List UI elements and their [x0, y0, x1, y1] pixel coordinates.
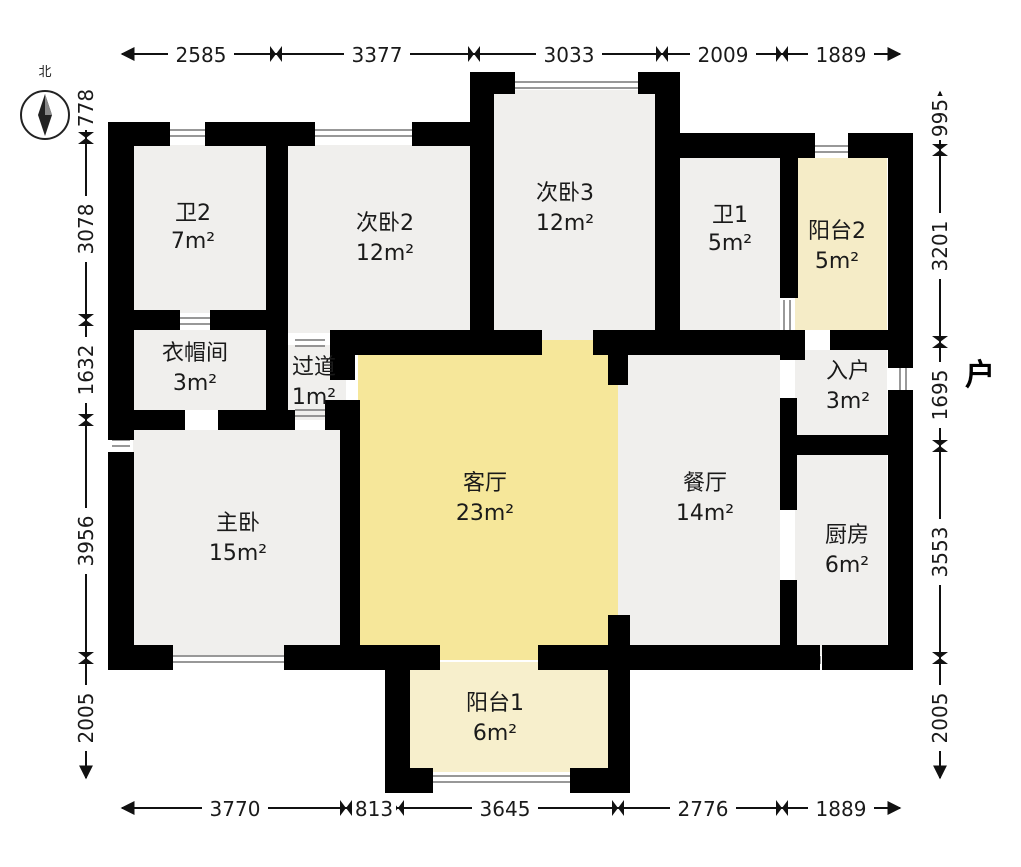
dim-top-5: 1889 [816, 43, 867, 67]
balcony2-area: 5m² [815, 249, 859, 274]
floor-dining [618, 355, 780, 655]
bed3-area: 12m² [536, 211, 594, 236]
dim-left-4: 3956 [74, 516, 98, 567]
wc1-area: 5m² [708, 231, 752, 256]
floor-kitchen [795, 455, 887, 655]
cloak-area: 3m² [173, 371, 217, 396]
floor-living [358, 340, 618, 660]
entry-name: 入户 [826, 359, 870, 384]
wc2-area: 7m² [171, 229, 215, 254]
dim-left-3: 1632 [74, 345, 98, 396]
dim-top-4: 2009 [698, 43, 749, 67]
floor-balcony2 [795, 158, 887, 330]
dimension-ticks [78, 46, 948, 816]
dim-right-3: 1695 [928, 370, 952, 421]
dim-left-2: 3078 [74, 204, 98, 255]
dining-name: 餐厅 [683, 471, 727, 496]
balcony1-area: 6m² [473, 721, 517, 746]
master-name: 主卧 [216, 511, 260, 536]
bed3-name: 次卧3 [536, 181, 594, 206]
cloak-name: 衣帽间 [162, 341, 228, 366]
dim-bottom-1: 3770 [210, 797, 261, 821]
corridor-name: 过道 [292, 355, 336, 380]
floor-cloak [133, 330, 267, 410]
dimension-bottom: 3770 813 3645 2776 1889 [202, 796, 874, 821]
balcony1-name: 阳台1 [466, 691, 524, 716]
dim-top-2: 3377 [352, 43, 403, 67]
dim-right-2: 3201 [928, 221, 952, 272]
dining-area: 14m² [676, 501, 734, 526]
balcony2-name: 阳台2 [808, 219, 866, 244]
floor-master [133, 430, 343, 655]
floor-wc2 [133, 145, 267, 313]
entrance-marker: 户 [965, 358, 995, 393]
master-area: 15m² [209, 541, 267, 566]
bed2-area: 12m² [356, 241, 414, 266]
wc2-name: 卫2 [175, 201, 211, 226]
dimension-left: 778 3078 1632 3956 2005 [74, 86, 98, 751]
walls [108, 72, 913, 793]
dim-left-5: 2005 [74, 693, 98, 744]
living-area: 23m² [456, 501, 514, 526]
living-name: 客厅 [463, 471, 507, 496]
corridor-area: 1m² [292, 385, 336, 410]
dim-bottom-4: 2776 [678, 797, 729, 821]
windows [112, 81, 907, 783]
floor-wc1 [680, 158, 780, 330]
dim-bottom-5: 1889 [816, 797, 867, 821]
dim-top-1: 2585 [176, 43, 227, 67]
dim-top-3: 3033 [544, 43, 595, 67]
entry-area: 3m² [826, 389, 870, 414]
room-labels: 卫2 7m² 次卧2 12m² 次卧3 12m² 卫1 5m² 阳台2 5m² … [162, 181, 870, 746]
dim-right-4: 3553 [928, 527, 952, 578]
bed2-name: 次卧2 [356, 211, 414, 236]
floor-bed3 [493, 90, 655, 340]
compass-label: 北 [38, 65, 51, 80]
floor-balcony1 [408, 662, 608, 772]
kitchen-name: 厨房 [825, 523, 869, 548]
dim-right-1: 995 [928, 99, 952, 137]
wc1-name: 卫1 [712, 203, 748, 228]
dim-bottom-2: 813 [355, 797, 393, 821]
dim-right-5: 2005 [928, 693, 952, 744]
compass: 北 [20, 65, 70, 140]
entrance-label: 户 [965, 358, 995, 393]
kitchen-area: 6m² [825, 553, 869, 578]
room-floors [133, 90, 887, 772]
dim-bottom-3: 3645 [480, 797, 531, 821]
dimension-top: 2585 3377 3033 2009 1889 [168, 42, 874, 67]
floor-bed2 [288, 145, 470, 333]
dimension-right: 995 3201 1695 3553 2005 [928, 96, 952, 751]
floor-entry [795, 350, 887, 438]
dim-left-1: 778 [74, 89, 98, 127]
